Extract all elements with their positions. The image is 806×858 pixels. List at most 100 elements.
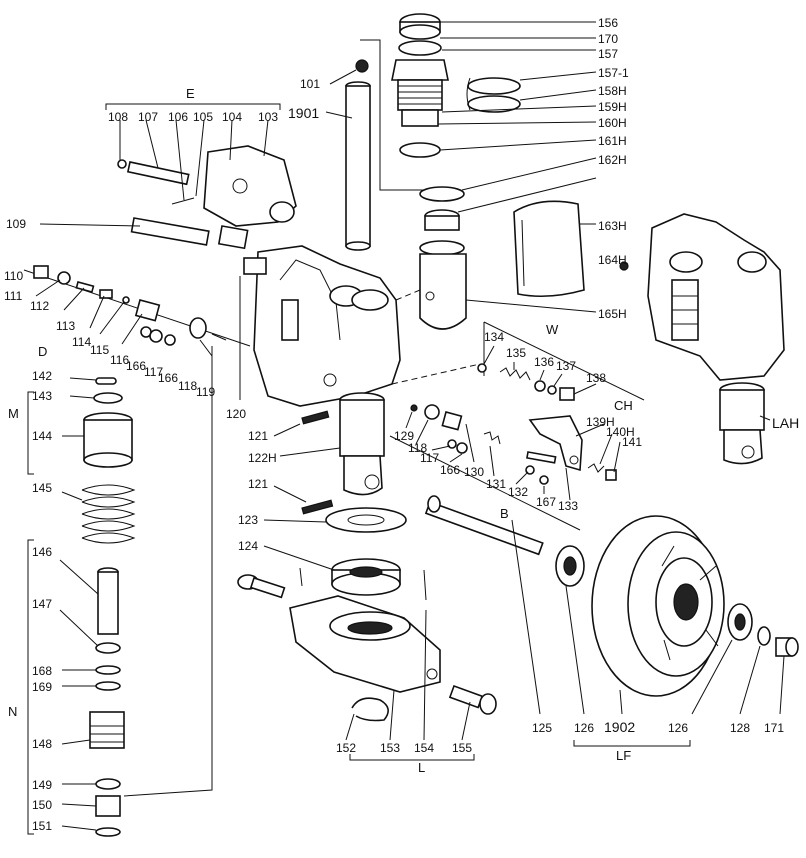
- label-155: 155: [452, 741, 472, 755]
- group-E-leaders: [39, 119, 269, 227]
- label-101: 101: [300, 77, 320, 91]
- washer-108: [117, 159, 127, 169]
- label-146: 146: [32, 545, 52, 559]
- label-147: 147: [32, 597, 52, 611]
- label-LAH: LAH: [772, 415, 799, 431]
- label-129: 129: [394, 429, 414, 443]
- label-126a: 126: [574, 721, 594, 735]
- pin-121a: [301, 410, 330, 425]
- label-118a: 118: [178, 379, 197, 393]
- label-166a: 166: [126, 359, 146, 373]
- reservoir-165H: [419, 186, 467, 330]
- label-140H: 140H: [606, 425, 635, 439]
- group-CH-baseline: [389, 435, 581, 531]
- label-153: 153: [380, 741, 400, 755]
- wheel-leaders: [511, 519, 785, 747]
- label-126b: 126: [668, 721, 688, 735]
- label-152: 152: [336, 741, 356, 755]
- label-131: 131: [486, 477, 506, 491]
- pin-155: [448, 684, 497, 715]
- group-label-D: D: [38, 344, 47, 359]
- label-121b: 121: [248, 477, 268, 491]
- label-156: 156: [598, 16, 618, 30]
- group-N-outline: [123, 346, 213, 797]
- label-141: 141: [622, 435, 642, 449]
- label-1902: 1902: [604, 719, 635, 735]
- group-D-leaders: [35, 276, 241, 400]
- label-144: 144: [32, 429, 52, 443]
- group-label-L: L: [418, 760, 425, 775]
- cover-163H: [513, 200, 629, 298]
- label-142: 142: [32, 369, 52, 383]
- bush-118-120: [243, 257, 267, 275]
- label-116: 116: [110, 353, 129, 367]
- group-label-M: M: [8, 406, 19, 421]
- pin-107: [126, 161, 190, 186]
- assembly-LAH: [647, 213, 785, 465]
- group-label-W: W: [546, 322, 559, 337]
- label-125: 125: [532, 721, 552, 735]
- pin-left: [237, 574, 286, 599]
- ball-101: [355, 59, 369, 73]
- label-160H: 160H: [598, 116, 627, 130]
- circlip-152: [351, 697, 389, 722]
- label-130: 130: [464, 465, 484, 479]
- group-W-leaders: [405, 345, 621, 501]
- label-168: 168: [32, 664, 52, 678]
- LAH-leader: [759, 415, 771, 421]
- stack-leaders: [59, 377, 99, 831]
- label-150: 150: [32, 798, 52, 812]
- label-143: 143: [32, 389, 52, 403]
- label-117a: 117: [144, 365, 163, 379]
- valve-parts-D: [33, 265, 227, 346]
- label-117b: 117: [420, 451, 439, 465]
- label-112: 112: [30, 299, 49, 313]
- label-163H: 163H: [598, 219, 627, 233]
- label-103: 103: [258, 110, 278, 124]
- label-109: 109: [6, 217, 26, 231]
- wheel-1902: [591, 515, 725, 697]
- label-170: 170: [598, 32, 618, 46]
- group-E-bracket: [105, 103, 281, 110]
- group-label-LF: LF: [616, 748, 631, 763]
- pin-109: [130, 217, 210, 246]
- label-123: 123: [238, 513, 258, 527]
- label-161H: 161H: [598, 134, 627, 148]
- label-151: 151: [32, 819, 52, 833]
- label-139H: 139H: [586, 415, 615, 429]
- label-119: 119: [196, 385, 215, 399]
- label-135: 135: [506, 346, 526, 360]
- label-113: 113: [56, 319, 75, 333]
- label-166b: 166: [158, 371, 178, 385]
- label-149: 149: [32, 778, 52, 792]
- group-label-E: E: [186, 86, 195, 101]
- pin-106: [171, 197, 195, 205]
- group-label-B: B: [500, 506, 509, 521]
- label-171: 171: [764, 721, 784, 735]
- label-132: 132: [508, 485, 528, 499]
- reservoir-leaders: [457, 157, 629, 313]
- fork-link-153: [289, 595, 441, 693]
- piston-tube-1901: [345, 81, 371, 251]
- label-157-1: 157-1: [598, 66, 629, 80]
- label-136: 136: [534, 355, 554, 369]
- label-108: 108: [108, 110, 128, 124]
- label-167: 167: [536, 495, 556, 509]
- cylinder-leaders: [263, 423, 341, 571]
- group-letter-labels: E D M N W CH B L LF: [8, 86, 633, 775]
- bearing-126-right: [727, 603, 753, 641]
- bearing-124: [331, 558, 401, 596]
- label-145: 145: [32, 481, 52, 495]
- label-154: 154: [414, 741, 434, 755]
- label-162H: 162H: [598, 153, 627, 167]
- axle-125: [424, 495, 544, 556]
- circlip-128: [757, 626, 771, 646]
- label-158H: 158H: [598, 84, 627, 98]
- group-M-bracket: [27, 391, 34, 475]
- group-N-bracket: [27, 539, 34, 835]
- label-118b: 118: [408, 441, 427, 455]
- label-157: 157: [598, 47, 618, 61]
- label-148: 148: [32, 737, 52, 751]
